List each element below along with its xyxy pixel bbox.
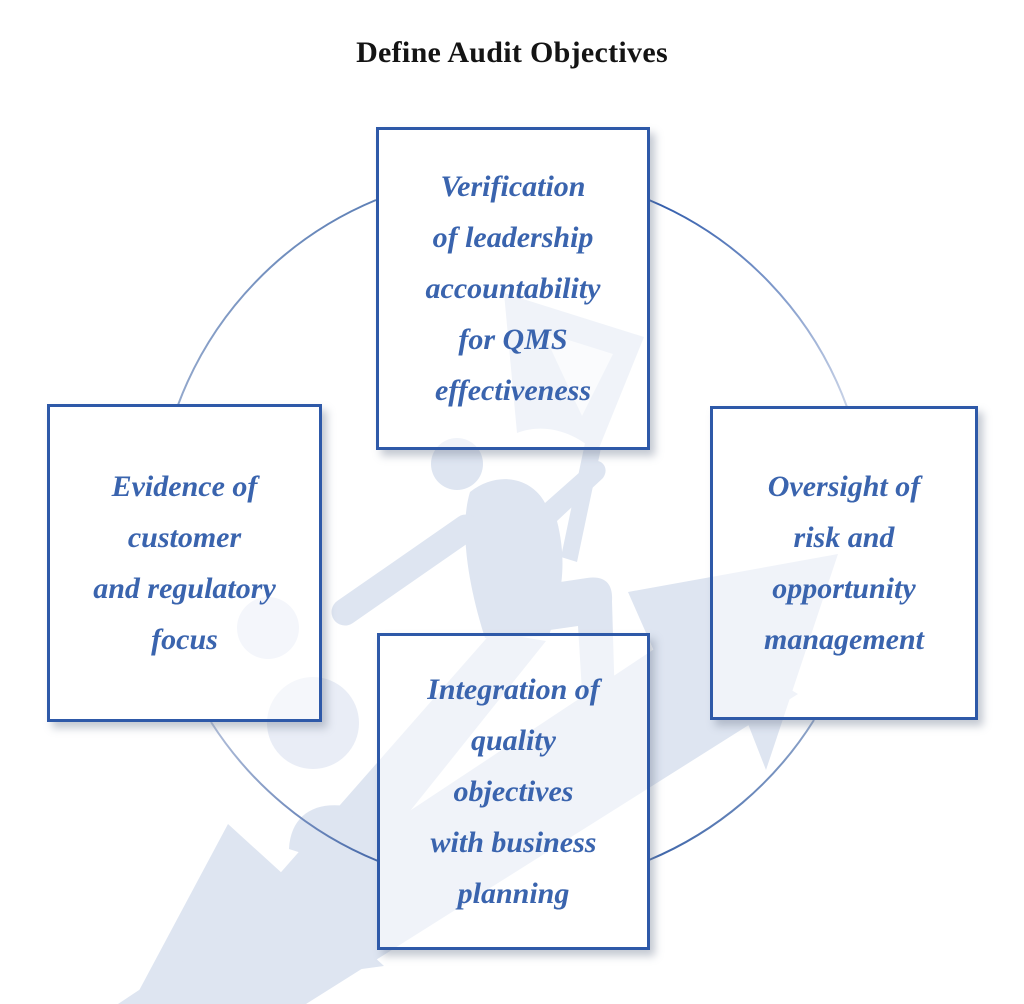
box-risk-opportunity: Oversight of risk and opportunity manage… [710,406,978,720]
box-verification-leadership: Verification of leadership accountabilit… [376,127,650,450]
text-line: opportunity [772,572,916,605]
cycle-arc-bottom-left [210,721,379,862]
text-line: of leadership [432,221,594,254]
box-quality-objectives-label: Integration of quality objectives with b… [427,664,600,919]
watermark-wedge [134,824,384,1000]
watermark-figure-left-arm [331,514,480,626]
page-title: Define Audit Objectives [356,36,668,69]
text-line: with business [430,826,597,859]
text-line: Evidence of [111,470,258,503]
cycle-arc-top-right [648,199,848,408]
text-line: focus [151,623,218,656]
box-verification-leadership-label: Verification of leadership accountabilit… [426,161,601,416]
text-line: effectiveness [434,374,592,407]
text-line: Oversight of [767,470,921,503]
box-customer-regulatory: Evidence of customer and regulatory focu… [47,404,322,722]
text-line: planning [457,877,570,910]
watermark-flag-pole [561,443,601,562]
box-quality-objectives: Integration of quality objectives with b… [377,633,650,950]
text-line: Verification [440,170,586,203]
cycle-arc-bottom-right [648,719,815,861]
text-line: risk and [793,521,895,554]
watermark-figure-torso-arm [465,460,606,638]
text-line: and regulatory [93,572,276,605]
text-line: management [763,623,924,656]
box-customer-regulatory-label: Evidence of customer and regulatory focu… [93,461,276,665]
text-line: quality [470,724,556,757]
text-line: objectives [453,775,574,808]
text-line: for QMS [458,323,568,356]
text-line: accountability [425,272,601,305]
watermark-knee-hook [289,805,355,858]
box-risk-opportunity-label: Oversight of risk and opportunity manage… [764,461,924,665]
cycle-arc-top-left [177,199,377,406]
text-line: Integration of [427,673,600,706]
text-line: customer [127,521,242,554]
